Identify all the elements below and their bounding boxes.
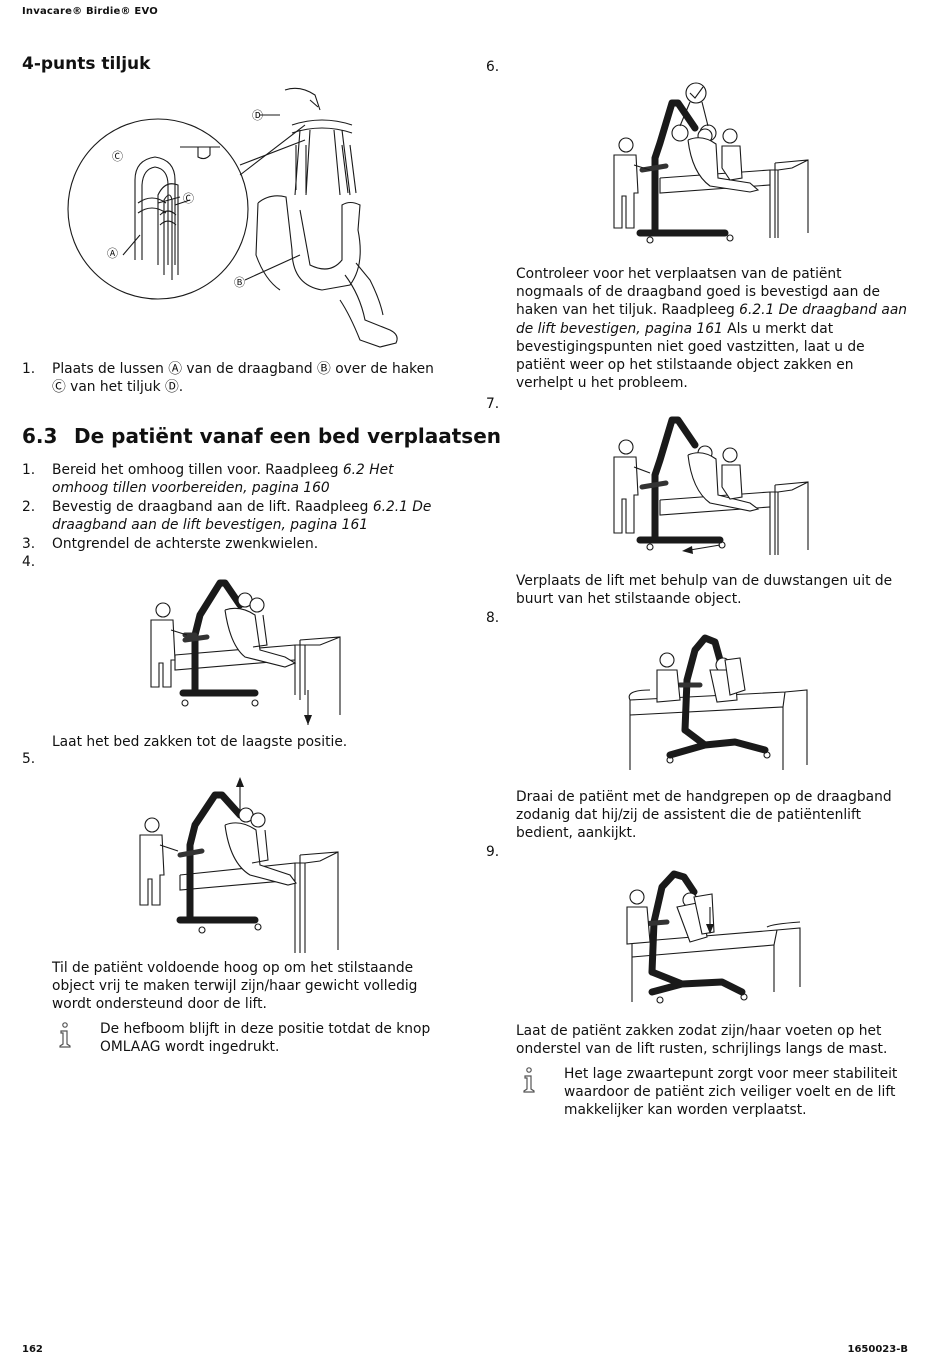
step-4pt-1: 1. Plaats de lussen Ⓐ van de draagband Ⓑ…	[22, 360, 442, 400]
info-note-left: De hefboom blijft in deze positie totdat…	[52, 1020, 442, 1060]
cross-reference-link[interactable]: 6.2.1 De draagband aan de lift bevestige…	[52, 499, 432, 534]
figure-rotate-patient	[628, 634, 808, 770]
step-text: Ontgrendel de achterste zwenkwielen.	[52, 536, 319, 552]
step-number: 1.	[22, 462, 36, 478]
label-c-lower: Ⓒ	[183, 192, 194, 205]
step-9-text: Laat de patiënt zakken zodat zijn/haar v…	[516, 1023, 888, 1058]
info-note-text: Het lage zwaartepunt zorgt voor meer sta…	[564, 1066, 898, 1118]
figure-4pt-yoke	[67, 87, 398, 348]
info-icon	[59, 1022, 71, 1048]
document-header: Invacare® Birdie® EVO	[22, 6, 158, 17]
info-note-text: De hefboom blijft in deze positie totdat…	[100, 1021, 431, 1055]
step-number: 3.	[22, 536, 36, 552]
label-a: Ⓐ	[107, 247, 118, 260]
document-code: 1650023-B	[847, 1344, 908, 1355]
section-heading-6-3: 6.3 De patiënt vanaf een bed verplaatsen	[22, 424, 501, 448]
step-8-number: 8.	[486, 610, 500, 626]
step-63-1: 1. Bereid het omhoog tillen voor. Raadpl…	[22, 461, 442, 499]
section-number: 6.3	[22, 424, 58, 448]
label-c-upper: Ⓒ	[112, 150, 123, 163]
figure-move-lift	[613, 416, 809, 555]
step-9-number: 9.	[486, 844, 500, 860]
step-5-number: 5.	[22, 751, 36, 767]
step-7-text: Verplaats de lift met behulp van de duws…	[516, 573, 893, 608]
label-d: Ⓓ	[252, 109, 263, 122]
step-number: 2.	[22, 499, 36, 515]
step-63-2: 2. Bevestig de draagband aan de lift. Ra…	[22, 498, 442, 536]
step-6-number: 6.	[486, 59, 500, 75]
info-icon	[523, 1067, 535, 1093]
figure-lower-bed	[150, 579, 341, 725]
step-7-number: 7.	[486, 396, 500, 412]
figure-check-yoke	[613, 82, 809, 244]
step-8-text: Draai de patiënt met de handgrepen op de…	[516, 789, 892, 842]
step-63-3: 3. Ontgrendel de achterste zwenkwielen.	[22, 535, 442, 555]
label-b: Ⓑ	[234, 276, 245, 289]
info-note-right: Het lage zwaartepunt zorgt voor meer sta…	[516, 1065, 906, 1123]
step-text-line1: Plaats de lussen Ⓐ van de draagband Ⓑ ov…	[52, 361, 434, 377]
step-63-4: 4.	[22, 553, 442, 573]
page-number: 162	[22, 1344, 43, 1355]
step-number: 1.	[22, 361, 36, 377]
step-text: Bevestig de draagband aan de lift. Raadp…	[52, 499, 373, 515]
cross-reference-link[interactable]: 6.2.1 De draagband aan de lift bevestige…	[516, 302, 908, 337]
step-text-cont: Als u merkt dat bevestigingspunten niet …	[516, 320, 865, 392]
cross-reference-link[interactable]: 6.2 Het omhoog tillen voorbereiden, pagi…	[52, 462, 394, 497]
figure-lower-patient	[626, 870, 801, 1004]
figure-raise-patient	[139, 777, 339, 953]
step-4-text: Laat het bed zakken tot de laagste posit…	[52, 734, 348, 750]
step-6-text: Controleer voor het verplaatsen van de p…	[516, 265, 911, 392]
step-text: Controleer voor het verplaatsen van de p…	[516, 266, 880, 319]
section-title: De patiënt vanaf een bed verplaatsen	[74, 424, 502, 448]
step-text-line2: Ⓒ van het tiljuk Ⓓ.	[52, 379, 184, 396]
step-5-text: Til de patiënt voldoende hoog op om het …	[52, 960, 418, 1013]
step-text: Bereid het omhoog tillen voor. Raadpleeg	[52, 462, 343, 478]
heading-4pt-yoke: 4-punts tiljuk	[22, 54, 151, 74]
step-number: 4.	[22, 554, 36, 570]
